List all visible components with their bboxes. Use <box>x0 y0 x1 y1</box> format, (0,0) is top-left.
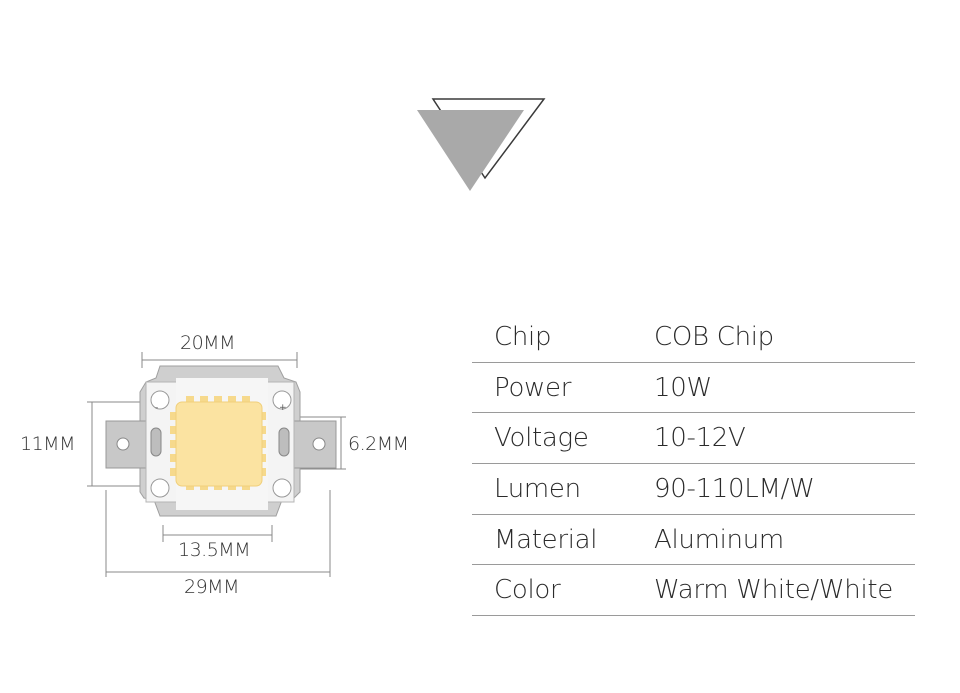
spec-label: Lumen <box>494 474 581 505</box>
spec-row-power: Power 10W <box>472 363 915 414</box>
spec-row-material: Material Aluminum <box>472 515 915 566</box>
svg-text:+: + <box>279 403 287 413</box>
spec-table: Chip COB Chip Power 10W Voltage 10-12V L… <box>472 312 915 617</box>
chip-drawing: - + <box>87 352 346 577</box>
dim-pad-right: 6.2MM <box>348 433 409 455</box>
spec-row-voltage: Voltage 10-12V <box>472 413 915 465</box>
spec-row-chip: Chip COB Chip <box>472 312 915 363</box>
spec-label: Material <box>494 524 598 555</box>
spec-value: Warm White/White <box>654 575 893 606</box>
dim-width-bottom: 29MM <box>184 576 239 598</box>
spec-label: Chip <box>494 322 552 352</box>
spec-label: Power <box>494 372 572 403</box>
spec-label: Color <box>494 575 561 606</box>
spec-value: COB Chip <box>654 322 774 352</box>
led-chip-diagram: - + 20MM 11MM 6.2MM 13.5MM 29MM <box>0 320 440 604</box>
spec-value: 10W <box>654 372 712 403</box>
spec-label: Voltage <box>494 423 589 454</box>
dim-height-left: 11MM <box>20 433 75 455</box>
spec-row-lumen: Lumen 90-110LM/W <box>472 464 915 515</box>
spec-value: 90-110LM/W <box>654 474 815 505</box>
dim-width-top: 20MM <box>180 332 235 354</box>
spec-value: Aluminum <box>654 524 784 555</box>
spec-value: 10-12V <box>654 423 746 454</box>
triangle-logo-icon <box>417 98 546 191</box>
spec-row-color: Color Warm White/White <box>472 565 915 617</box>
svg-text:-: - <box>155 403 158 413</box>
dim-inner-bottom: 13.5MM <box>178 539 251 561</box>
